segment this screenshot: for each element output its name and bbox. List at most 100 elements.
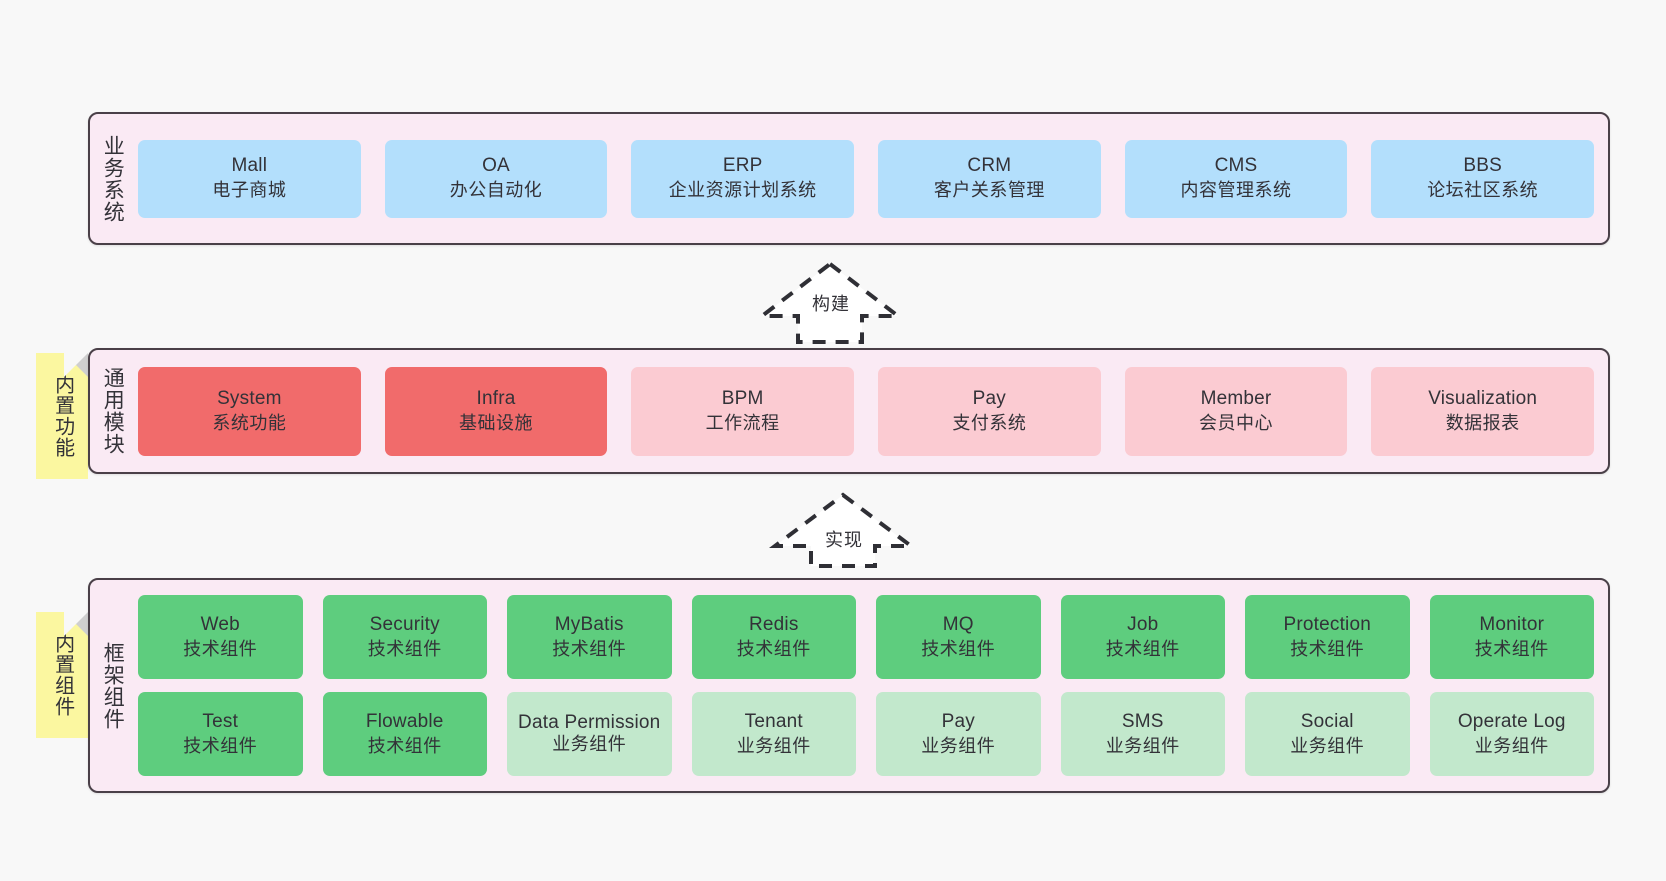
layer-title-common-modules: 通用模块 [101, 367, 125, 455]
node-title-en: Operate Log [1457, 710, 1566, 732]
layer-body-framework-components: Web 技术组件 Security 技术组件 MyBatis 技术组件 Redi… [134, 580, 1608, 791]
node-social[interactable]: Social 业务组件 [1245, 692, 1410, 776]
node-pay-component[interactable]: Pay 业务组件 [876, 692, 1041, 776]
node-member[interactable]: Member 会员中心 [1124, 366, 1348, 456]
node-row: System 系统功能 Infra 基础设施 BPM 工作流程 Pay 支付系统… [138, 366, 1595, 456]
node-erp[interactable]: ERP 企业资源计划系统 [631, 139, 855, 218]
implement-arrow-label: 实现 [825, 530, 863, 550]
node-title-en: MyBatis [554, 613, 624, 635]
node-job[interactable]: Job 技术组件 [1060, 595, 1225, 679]
layer-body-business-systems: Mall 电子商城 OA 办公自动化 ERP 企业资源计划系统 CRM 客户关系… [134, 114, 1608, 243]
node-row: Mall 电子商城 OA 办公自动化 ERP 企业资源计划系统 CRM 客户关系… [138, 139, 1595, 218]
node-title-en: SMS [1121, 710, 1164, 732]
node-title-cn: 系统功能 [212, 412, 287, 433]
node-title-cn: 工作流程 [705, 412, 780, 433]
node-flowable[interactable]: Flowable 技术组件 [322, 692, 487, 776]
node-title-cn: 内容管理系统 [1180, 180, 1292, 201]
node-title-en: Visualization [1428, 387, 1538, 409]
node-title-cn: 技术组件 [367, 638, 442, 659]
node-title-cn: 技术组件 [183, 735, 258, 756]
node-title-cn: 业务组件 [1474, 735, 1549, 756]
node-title-en: Job [1127, 613, 1159, 635]
node-title-cn: 业务组件 [736, 735, 811, 756]
node-title-cn: 企业资源计划系统 [668, 180, 817, 201]
node-title-cn: 技术组件 [1290, 638, 1365, 659]
node-title-en: OA [482, 155, 510, 177]
node-title-en: Data Permission [518, 711, 661, 733]
node-title-cn: 技术组件 [921, 638, 996, 659]
node-redis[interactable]: Redis 技术组件 [691, 595, 856, 679]
node-title-cn: 电子商城 [212, 180, 287, 201]
node-bbs[interactable]: BBS 论坛社区系统 [1371, 139, 1595, 218]
node-title-en: CMS [1214, 155, 1258, 177]
node-title-en: Pay [941, 710, 975, 732]
node-title-en: Pay [972, 387, 1007, 409]
node-title-en: Flowable [365, 710, 444, 732]
node-title-cn: 技术组件 [1105, 638, 1180, 659]
node-title-cn: 技术组件 [367, 735, 442, 756]
sticky-note-label: 内置功能 [51, 374, 74, 458]
node-title-en: Tenant [744, 710, 803, 732]
node-cms[interactable]: CMS 内容管理系统 [1124, 139, 1348, 218]
sticky-fold-mask [64, 353, 88, 377]
node-sms[interactable]: SMS 业务组件 [1060, 692, 1225, 776]
node-title-cn: 论坛社区系统 [1427, 180, 1539, 201]
node-mybatis[interactable]: MyBatis 技术组件 [507, 595, 672, 679]
node-pay-module[interactable]: Pay 支付系统 [878, 366, 1101, 456]
node-crm[interactable]: CRM 客户关系管理 [878, 139, 1101, 218]
node-protection[interactable]: Protection 技术组件 [1245, 595, 1410, 679]
node-title-en: CRM [967, 155, 1012, 177]
node-title-cn: 办公自动化 [449, 180, 543, 201]
node-monitor[interactable]: Monitor 技术组件 [1429, 595, 1594, 679]
node-test[interactable]: Test 技术组件 [138, 692, 303, 776]
node-mall[interactable]: Mall 电子商城 [138, 139, 361, 218]
node-title-cn: 技术组件 [736, 638, 811, 659]
node-tenant[interactable]: Tenant 业务组件 [691, 692, 856, 776]
node-title-en: ERP [722, 155, 763, 177]
sticky-note-label: 内置组件 [51, 633, 74, 717]
node-infra[interactable]: Infra 基础设施 [384, 366, 608, 456]
node-title-cn: 业务组件 [921, 735, 996, 756]
node-title-en: BBS [1463, 155, 1502, 177]
node-title-en: MQ [942, 613, 974, 635]
sticky-fold-mask [64, 612, 88, 636]
node-title-en: Test [202, 710, 239, 732]
layer-title-business-systems: 业务系统 [101, 134, 125, 223]
node-visualization[interactable]: Visualization 数据报表 [1371, 366, 1595, 456]
node-title-cn: 数据报表 [1445, 412, 1520, 433]
node-title-cn: 技术组件 [552, 638, 627, 659]
node-title-en: Social [1300, 710, 1354, 732]
layer-framework-components[interactable]: 框架组件 Web 技术组件 Security 技术组件 MyBatis 技术组件… [88, 578, 1610, 793]
node-data-permission[interactable]: Data Permission 业务组件 [507, 692, 672, 776]
node-title-cn: 客户关系管理 [933, 180, 1045, 201]
node-security[interactable]: Security 技术组件 [322, 595, 487, 679]
layer-title-framework-components: 框架组件 [101, 641, 125, 730]
node-title-en: Protection [1283, 613, 1372, 635]
node-title-en: BPM [721, 387, 764, 409]
node-oa[interactable]: OA 办公自动化 [384, 139, 608, 218]
node-title-cn: 支付系统 [952, 412, 1027, 433]
node-title-cn: 业务组件 [1105, 735, 1180, 756]
node-title-en: Mall [231, 155, 268, 177]
node-title-en: System [217, 387, 282, 409]
layer-common-modules[interactable]: 通用模块 System 系统功能 Infra 基础设施 BPM 工作流程 Pay… [88, 348, 1610, 474]
node-bpm[interactable]: BPM 工作流程 [631, 366, 855, 456]
node-title-cn: 技术组件 [183, 638, 258, 659]
sticky-note-builtin-components: 内置组件 [36, 612, 88, 738]
node-title-en: Monitor [1479, 613, 1545, 635]
node-title-en: Web [200, 613, 240, 635]
node-title-en: Member [1200, 387, 1272, 409]
sticky-note-builtin-features: 内置功能 [36, 353, 88, 479]
build-arrow-label: 构建 [812, 294, 850, 314]
node-operate-log[interactable]: Operate Log 业务组件 [1429, 692, 1594, 776]
layer-business-systems[interactable]: 业务系统 Mall 电子商城 OA 办公自动化 ERP 企业资源计划系统 CRM… [88, 112, 1610, 245]
node-title-cn: 会员中心 [1199, 412, 1274, 433]
node-web[interactable]: Web 技术组件 [138, 595, 303, 679]
layer-body-common-modules: System 系统功能 Infra 基础设施 BPM 工作流程 Pay 支付系统… [134, 350, 1608, 472]
node-mq[interactable]: MQ 技术组件 [876, 595, 1041, 679]
node-row: Test 技术组件 Flowable 技术组件 Data Permission … [138, 692, 1594, 776]
node-title-cn: 技术组件 [1474, 638, 1549, 659]
node-system[interactable]: System 系统功能 [138, 366, 361, 456]
node-title-en: Security [369, 613, 440, 635]
